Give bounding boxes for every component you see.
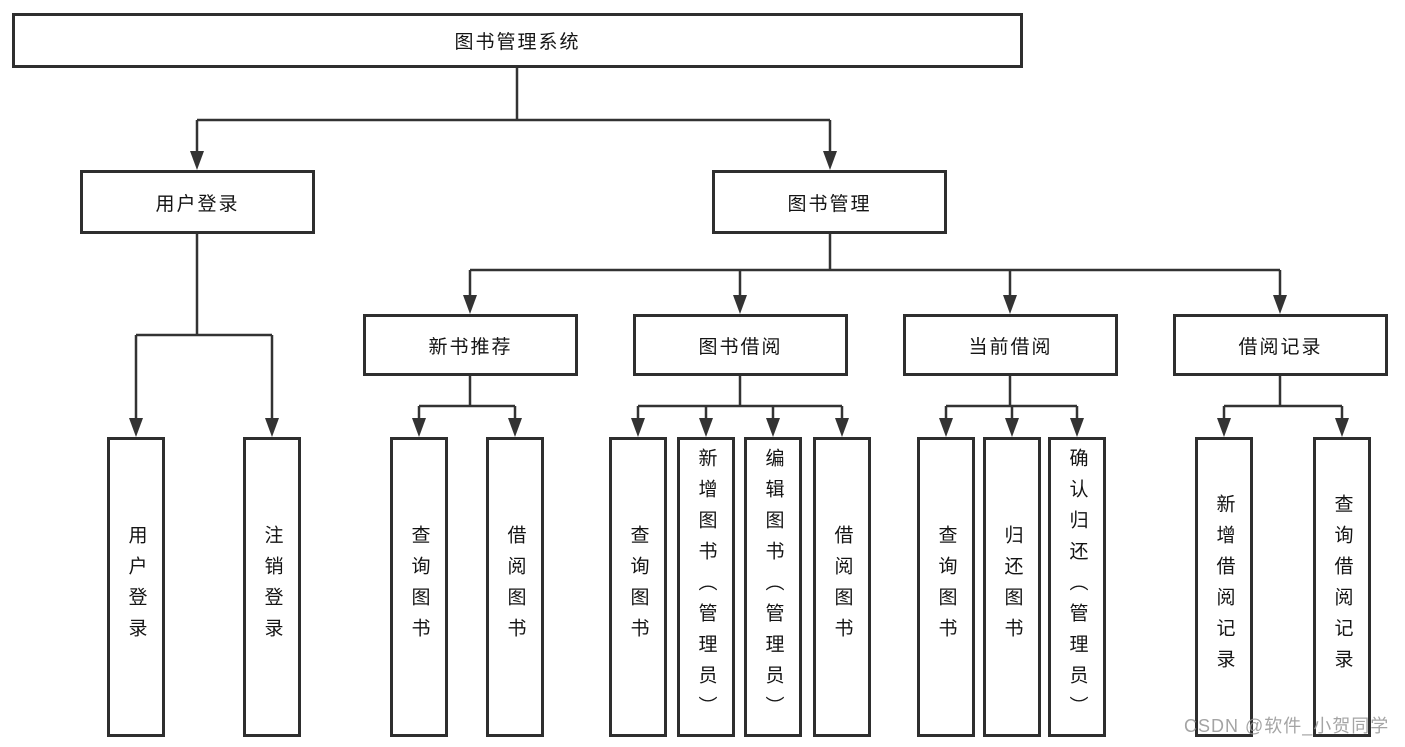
csdn-watermark: CSDN @软件_小贺同学 [1184,716,1390,736]
arrowheads-user-login-leaves [129,418,279,437]
arrowheads-level3 [463,295,1287,314]
leaf-current-confirm-return-admin: 确认归还（管理员） [1048,437,1106,737]
connector-current-borrow-to-leaves [944,376,1079,418]
leaf-borrow-add-book-admin: 新增图书（管理员） [677,437,735,737]
leaf-current-return-book: 归还图书 [983,437,1041,737]
node-book-management: 图书管理 [712,170,947,234]
arrowheads-level2 [190,151,837,170]
leaf-borrow-query-book: 查询图书 [609,437,667,737]
leaf-current-query-book: 查询图书 [917,437,975,737]
leaf-logout: 注销登录 [243,437,301,737]
connector-book-borrow-to-leaves [636,376,844,418]
node-borrow-record: 借阅记录 [1173,314,1388,376]
node-current-borrow: 当前借阅 [903,314,1118,376]
node-book-borrow: 图书借阅 [633,314,848,376]
leaf-borrow-borrow-book: 借阅图书 [813,437,871,737]
leaf-recommend-query-book: 查询图书 [390,437,448,737]
leaf-record-query-borrow-record: 查询借阅记录 [1313,437,1371,737]
node-new-book-recommend: 新书推荐 [363,314,578,376]
connector-borrow-record-to-leaves [1222,376,1344,418]
node-root-library-system: 图书管理系统 [12,13,1023,68]
node-user-login: 用户登录 [80,170,315,234]
leaf-recommend-borrow-book: 借阅图书 [486,437,544,737]
arrowheads-new-book-recommend [412,418,522,437]
connector-root-to-level2 [195,68,832,152]
leaf-borrow-edit-book-admin: 编辑图书（管理员） [744,437,802,737]
arrowheads-current-borrow [939,418,1084,437]
leaf-user-login: 用户登录 [107,437,165,737]
connector-new-book-recommend-to-leaves [417,376,517,418]
arrowheads-borrow-record [1217,418,1349,437]
arrowheads-book-borrow [631,418,849,437]
connector-user-login-to-leaves [134,234,274,418]
leaf-record-add-borrow-record: 新增借阅记录 [1195,437,1253,737]
connector-book-management-to-level3 [468,234,1282,295]
